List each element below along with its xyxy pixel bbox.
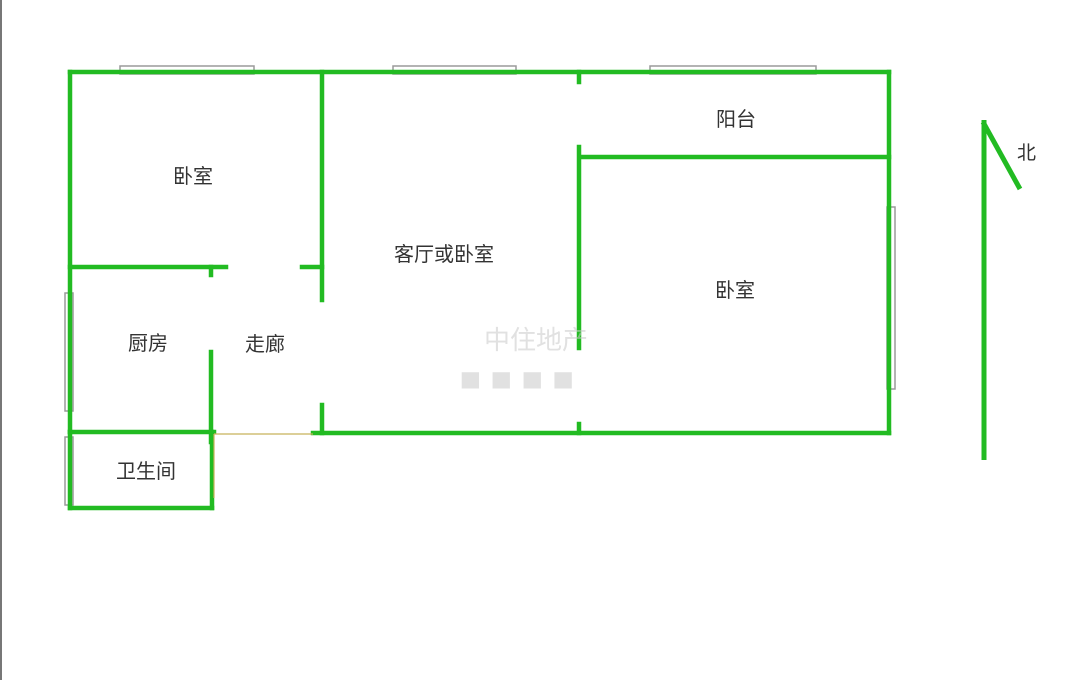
watermark: 中住地产 ▅▅▅▅ (461, 326, 588, 389)
room-labels: 卧室 客厅或卧室 阳台 卧室 厨房 走廊 卫生间 (116, 107, 756, 483)
room-label-bathroom: 卫生间 (116, 459, 176, 483)
room-label-balcony: 阳台 (716, 107, 756, 131)
windows (64, 65, 896, 506)
room-label-corridor: 走廊 (245, 332, 285, 356)
room-label-living-room: 客厅或卧室 (394, 242, 494, 266)
room-label-kitchen: 厨房 (128, 331, 168, 355)
room-label-bedroom-right: 卧室 (715, 278, 755, 302)
room-label-bedroom-left: 卧室 (173, 164, 213, 188)
watermark-text: 中住地产 (484, 326, 588, 356)
north-arrow-icon (980, 120, 1023, 460)
watermark-logo-glyphs: ▅▅▅▅ (461, 364, 586, 389)
north-label: 北 (1017, 142, 1036, 164)
compass: 北 (980, 120, 1036, 460)
walls (67, 69, 892, 511)
